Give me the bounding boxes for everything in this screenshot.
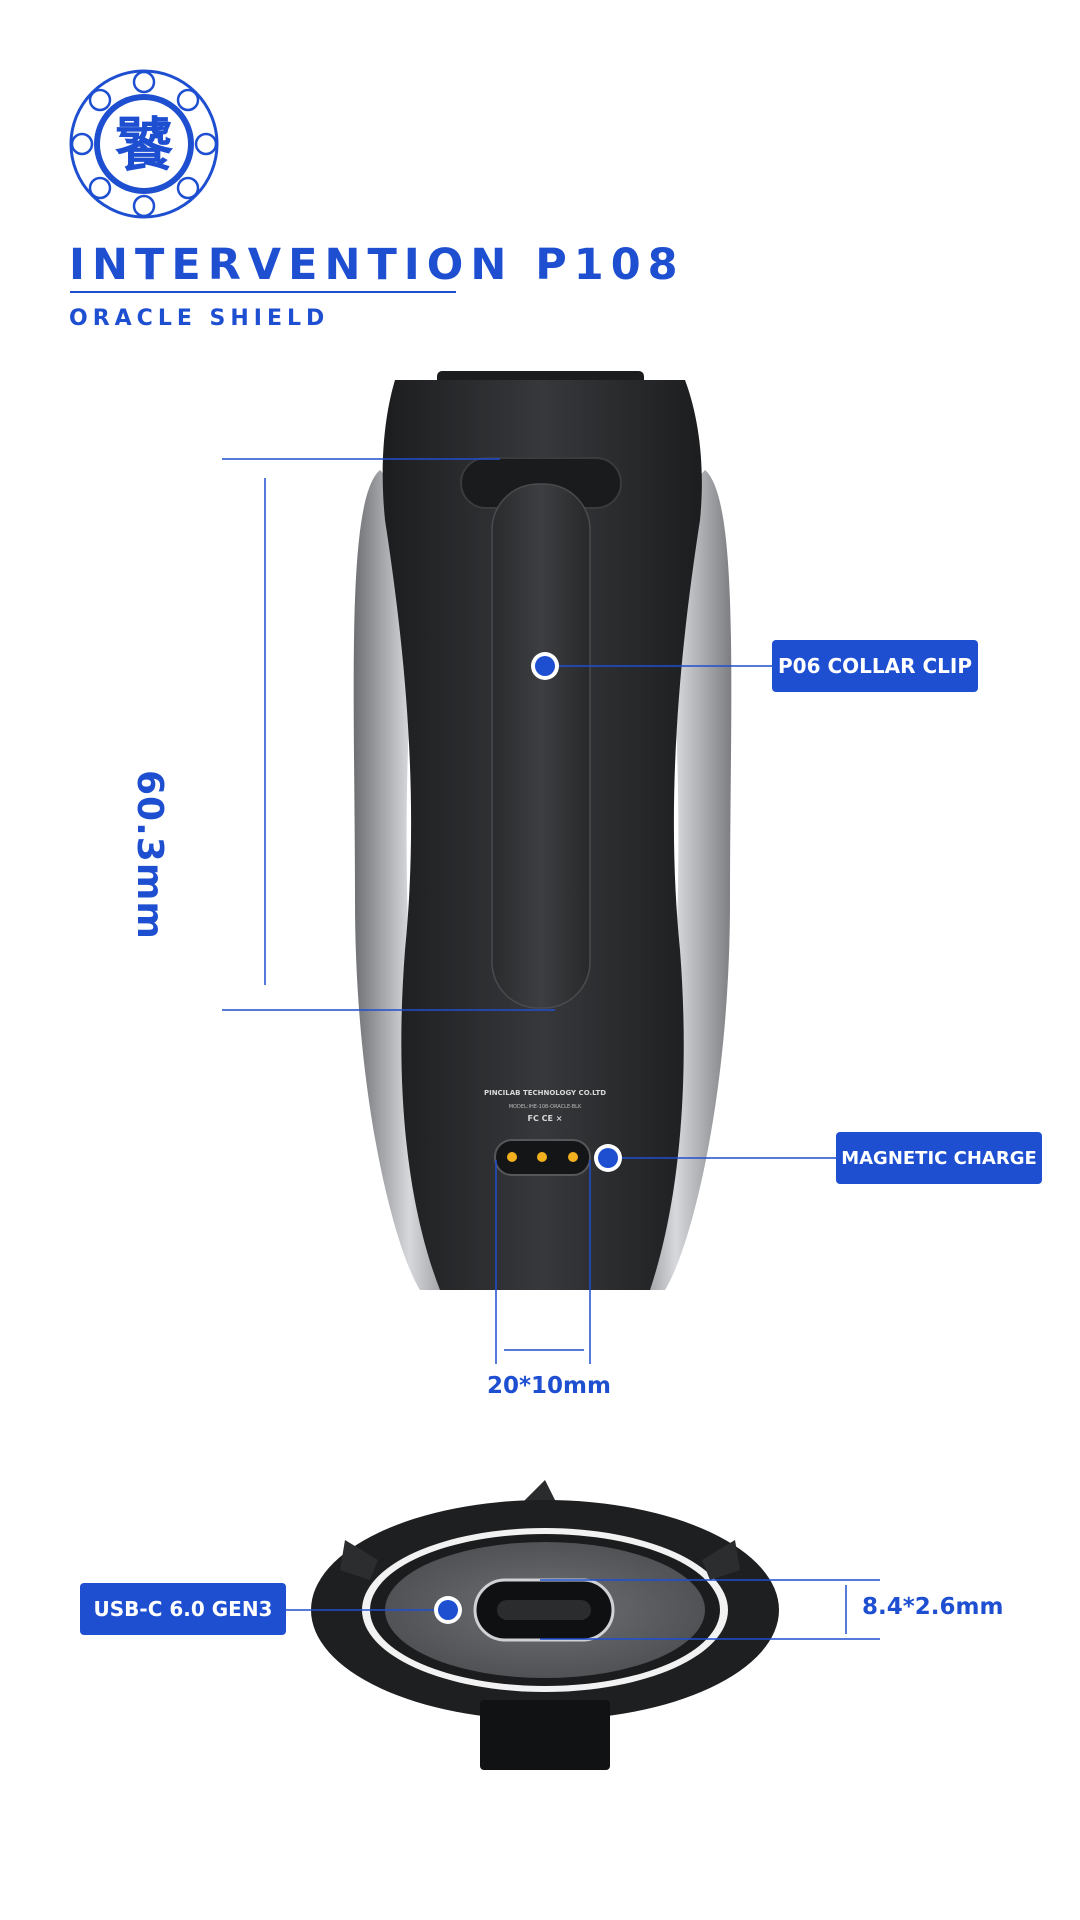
device-model-print: MODEL:IHE-108-ORACLE-BLK [509, 1104, 582, 1110]
charge-pin [568, 1152, 578, 1162]
bottom-view-left-notch [340, 1540, 378, 1580]
usb-c-callout: USB-C 6.0 GEN3 [80, 1583, 286, 1635]
collar-clip [491, 483, 591, 1009]
charge-pad-dimension-label: 20*10mm [487, 1373, 611, 1399]
page-title: INTERVENTION P108 [69, 240, 685, 290]
usb-c-marker [434, 1596, 462, 1624]
port-dimension-label: 8.4*2.6mm [862, 1594, 1004, 1620]
magnetic-charge-callout: MAGNETIC CHARGE [836, 1132, 1042, 1184]
height-dimension-label: 60.3mm [129, 770, 170, 940]
collar-clip-marker [531, 652, 559, 680]
device-right-panel [620, 470, 732, 1290]
page-subtitle: ORACLE SHIELD [69, 306, 330, 331]
title-divider [70, 291, 456, 293]
brand-seal-logo: 饕 [69, 69, 219, 219]
seal-glyph: 饕 [115, 111, 174, 179]
charge-pin [507, 1152, 517, 1162]
device-maker-print: PINCILAB TECHNOLOGY CO.LTD [484, 1089, 606, 1097]
device-left-panel [353, 470, 465, 1290]
usb-c-port-tongue [497, 1600, 591, 1620]
charge-pin [537, 1152, 547, 1162]
bottom-view-right-notch [702, 1540, 740, 1580]
magnetic-charge-marker [594, 1144, 622, 1172]
bottom-view-stand [480, 1700, 610, 1770]
device-cert-marks: FC CE ⨯ [528, 1114, 563, 1123]
collar-clip-callout: P06 COLLAR CLIP [772, 640, 978, 692]
